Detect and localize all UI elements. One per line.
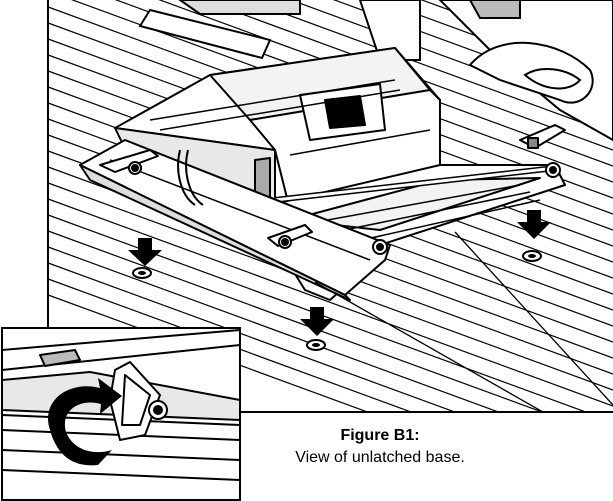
leader-lines <box>314 231 613 412</box>
figure-description: View of unlatched base. <box>295 449 465 466</box>
rotate-arrow-icon <box>48 378 122 466</box>
inset-detail-view <box>1 327 241 501</box>
down-arrows <box>128 210 551 336</box>
figure-caption: Figure B1: View of unlatched base. <box>250 425 510 469</box>
figure-title: Figure B1: <box>340 427 420 444</box>
